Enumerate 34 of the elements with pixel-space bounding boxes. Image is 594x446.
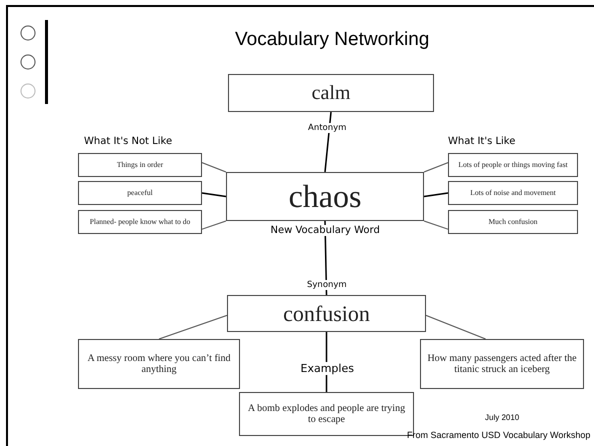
box-text: A messy room where you can’t find anything bbox=[86, 352, 232, 376]
word-box bbox=[228, 74, 434, 112]
word-box bbox=[78, 339, 240, 389]
connector-line bbox=[202, 192, 226, 198]
edge-label: Synonym bbox=[305, 280, 349, 290]
title: Vocabulary Networking bbox=[235, 29, 430, 51]
word-box bbox=[78, 153, 202, 177]
connector-line bbox=[426, 314, 486, 340]
word-box bbox=[448, 153, 578, 177]
edge-label: Antonym bbox=[306, 123, 348, 133]
box-text: A bomb explodes and people are trying to escape bbox=[246, 402, 406, 426]
word-box bbox=[226, 172, 424, 221]
heading-label: What It's Like bbox=[448, 136, 516, 147]
connector-line bbox=[202, 220, 226, 230]
connector-line bbox=[424, 220, 448, 230]
word-box bbox=[78, 181, 202, 205]
heading-label: What It's Not Like bbox=[84, 136, 172, 147]
word-box bbox=[420, 339, 584, 389]
box-text: How many passengers acted after the titanic struck an iceberg bbox=[426, 352, 578, 376]
connector-line bbox=[424, 192, 448, 198]
word-box bbox=[448, 181, 578, 205]
edge-label: Examples bbox=[298, 362, 356, 374]
date-label: July 2010 bbox=[485, 413, 520, 422]
connector-line bbox=[424, 162, 448, 172]
box-text: confusion bbox=[282, 300, 371, 326]
connector-line bbox=[158, 314, 228, 340]
box-text: chaos bbox=[288, 178, 362, 215]
connector-line bbox=[202, 162, 226, 172]
word-box bbox=[227, 295, 426, 332]
node-caption: New Vocabulary Word bbox=[268, 225, 382, 236]
word-box bbox=[448, 210, 578, 234]
word-box bbox=[78, 210, 202, 234]
box-text: calm bbox=[310, 82, 352, 104]
source-label: From Sacramento USD Vocabulary Workshop bbox=[407, 430, 590, 440]
